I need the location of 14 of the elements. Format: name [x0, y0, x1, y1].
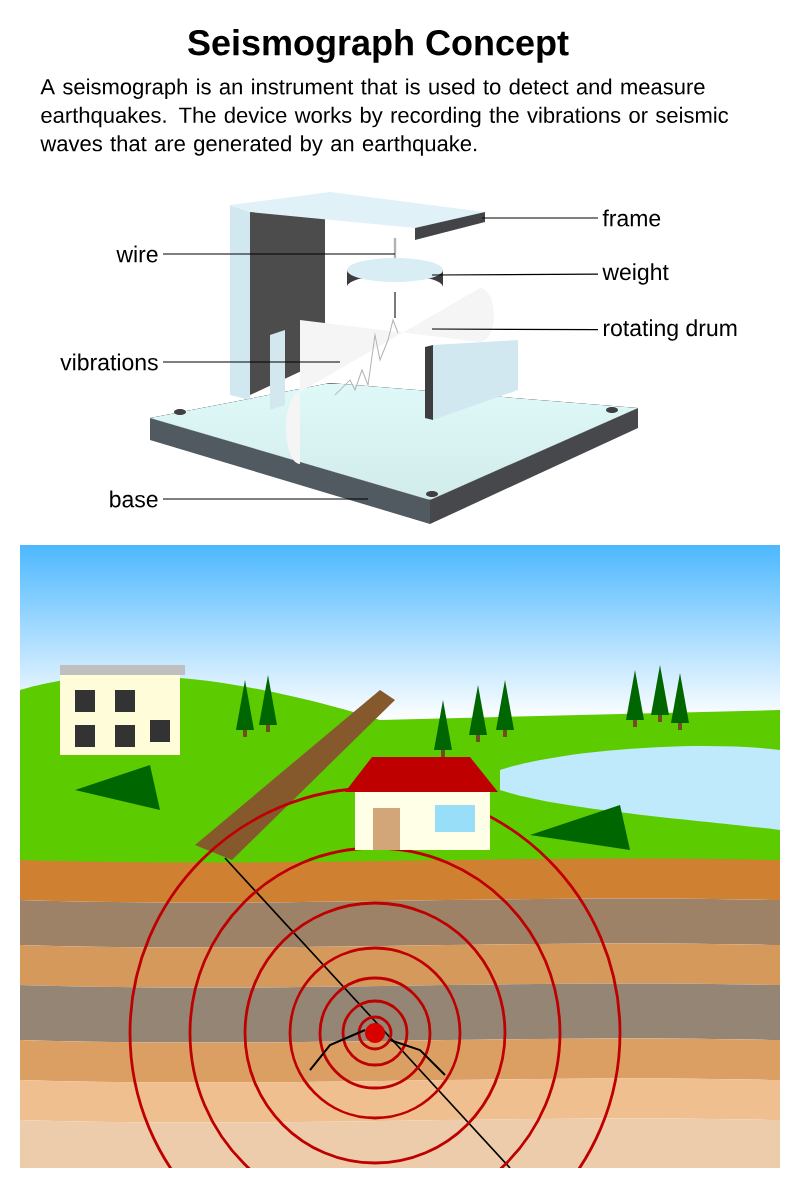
leader-line — [162, 253, 396, 255]
leader-line — [481, 217, 599, 219]
caption: A seismograph is an instrument that is used to detect and measure earthquakes. The device works by recording the vibrations or seismic waves that are generated by an earthquake. — [40, 78, 729, 156]
leader-line — [431, 273, 599, 276]
part-label: frame — [602, 209, 661, 227]
part-label: weight — [602, 263, 669, 285]
leader-line — [162, 361, 341, 363]
leader-line — [162, 498, 369, 500]
part-label: rotating drum — [603, 319, 737, 341]
part-label: wire — [116, 245, 158, 263]
leader-line — [431, 328, 599, 331]
title: Seismograph Concept — [188, 29, 569, 63]
part-label: vibrations — [60, 353, 158, 371]
part-label: base — [110, 490, 158, 508]
